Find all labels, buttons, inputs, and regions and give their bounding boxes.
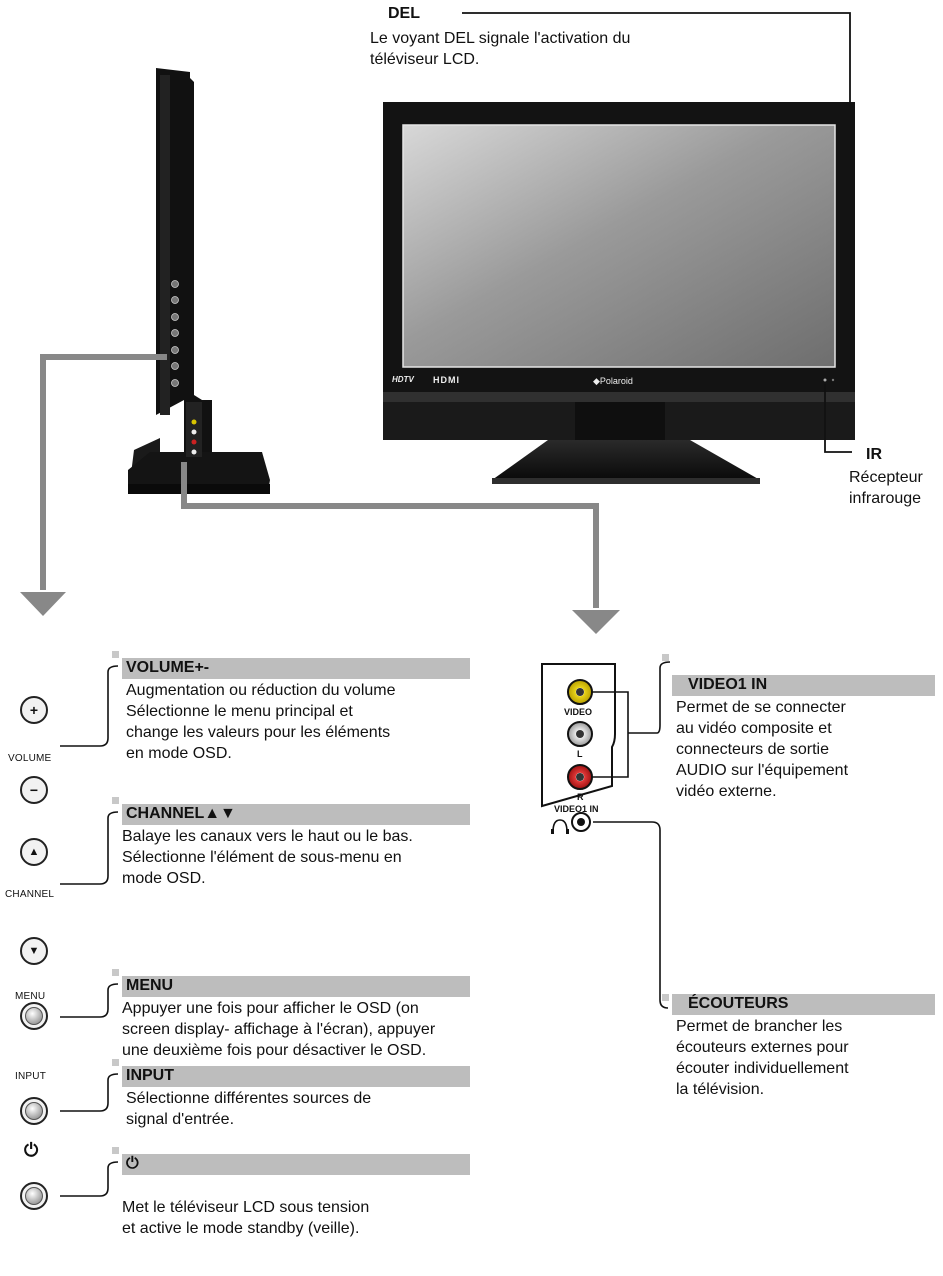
minus-icon: − (29, 782, 39, 798)
tv-side-view (128, 68, 270, 494)
video1in-desc-line2: au vidéo composite et (676, 720, 832, 737)
power-desc-line1: Met le téléviseur LCD sous tension (122, 1199, 370, 1216)
volume-desc-line2: Sélectionne le menu principal et (126, 703, 353, 720)
volume-desc-line4: en mode OSD. (126, 745, 232, 762)
input-button-cap (25, 1102, 43, 1120)
video1in-desc-line4: AUDIO sur l'équipement (676, 762, 849, 779)
ecouteurs-title-bar: ÉCOUTEURS (672, 994, 935, 1015)
channel-title: CHANNEL▲▼ (126, 805, 236, 822)
input-title: INPUT (126, 1067, 174, 1084)
ecouteurs-title: ÉCOUTEURS (688, 995, 789, 1012)
menu-desc-line1: Appuyer une fois pour afficher le OSD (o… (122, 1000, 419, 1017)
hdmi-logo: HDMI (433, 375, 460, 385)
power-title-bar: ⏻ (122, 1154, 470, 1175)
power-button-cap (25, 1187, 43, 1205)
channel-title-bar: CHANNEL▲▼ (122, 804, 470, 825)
ecouteurs-desc-line1: Permet de brancher les (676, 1018, 843, 1035)
right-audio-jack-label: R (577, 792, 584, 802)
power-title: ⏻ (126, 1155, 139, 1172)
left-audio-jack-label: L (577, 749, 583, 759)
ir-desc-line1: Récepteur (849, 469, 923, 486)
ecouteurs-desc-line4: la télévision. (676, 1081, 765, 1098)
volume-title: VOLUME+- (126, 659, 210, 676)
video1in-desc-line5: vidéo externe. (676, 783, 777, 800)
channel-desc-line1: Balaye les canaux vers le haut ou le bas… (122, 828, 413, 845)
hdtv-logo: HDTV (392, 375, 414, 384)
menu-button-cap (25, 1007, 43, 1025)
led-desc-line2: téléviseur LCD. (370, 51, 480, 68)
menu-title: MENU (126, 977, 174, 994)
volume-down-button[interactable]: − (20, 776, 48, 804)
volume-button-label: VOLUME (8, 753, 52, 764)
menu-desc-line2: screen display- affichage à l'écran), ap… (122, 1021, 436, 1038)
tv-front-view (383, 102, 855, 484)
video1in-title: VIDEO1 IN (688, 676, 768, 693)
volume-up-button[interactable]: + (20, 696, 48, 724)
ecouteurs-desc-line3: écouter individuellement (676, 1060, 849, 1077)
input-desc-line1: Sélectionne différentes sources de (126, 1090, 372, 1107)
brand-logo: ◆Polaroid (593, 376, 633, 386)
menu-desc-line3: une deuxième fois pour désactiver le OSD… (122, 1042, 427, 1059)
ecouteurs-desc-line2: écouteurs externes pour (676, 1039, 849, 1056)
power-button[interactable] (20, 1182, 48, 1210)
led-desc-line1: Le voyant DEL signale l'activation du (370, 30, 631, 47)
volume-desc-line1: Augmentation ou réduction du volume (126, 682, 396, 699)
led-title: DEL (388, 5, 420, 22)
power-icon: ⏻ (24, 1140, 39, 1160)
menu-button[interactable] (20, 1002, 48, 1030)
menu-button-label: MENU (15, 991, 46, 1002)
ir-title: IR (866, 446, 882, 463)
volume-title-bar: VOLUME+- (122, 658, 470, 679)
plus-icon: + (29, 702, 39, 718)
input-button[interactable] (20, 1097, 48, 1125)
input-title-bar: INPUT (122, 1066, 470, 1087)
channel-down-button[interactable]: ▼ (20, 937, 48, 965)
triangle-down-icon: ▼ (28, 945, 40, 957)
input-desc-line2: signal d'entrée. (126, 1111, 235, 1128)
volume-desc-line3: change les valeurs pour les éléments (126, 724, 391, 741)
power-desc-line2: et active le mode standby (veille). (122, 1220, 360, 1237)
channel-button-label: CHANNEL (5, 889, 55, 900)
video1in-desc-line3: connecteurs de sortie (676, 741, 829, 758)
video1in-title-bar: VIDEO1 IN (672, 675, 935, 696)
video1-in-panel-label: VIDEO1 IN (554, 804, 599, 814)
connector-panel (541, 663, 616, 834)
menu-title-bar: MENU (122, 976, 470, 997)
video1in-desc-line1: Permet de se connecter (676, 699, 846, 716)
channel-desc-line3: mode OSD. (122, 870, 206, 887)
video-jack-label: VIDEO (564, 707, 593, 717)
channel-desc-line2: Sélectionne l'élément de sous-menu en (122, 849, 402, 866)
input-button-label: INPUT (15, 1071, 46, 1082)
channel-up-button[interactable]: ▲ (20, 838, 48, 866)
triangle-up-icon: ▲ (28, 846, 40, 858)
ir-desc-line2: infrarouge (849, 490, 922, 507)
